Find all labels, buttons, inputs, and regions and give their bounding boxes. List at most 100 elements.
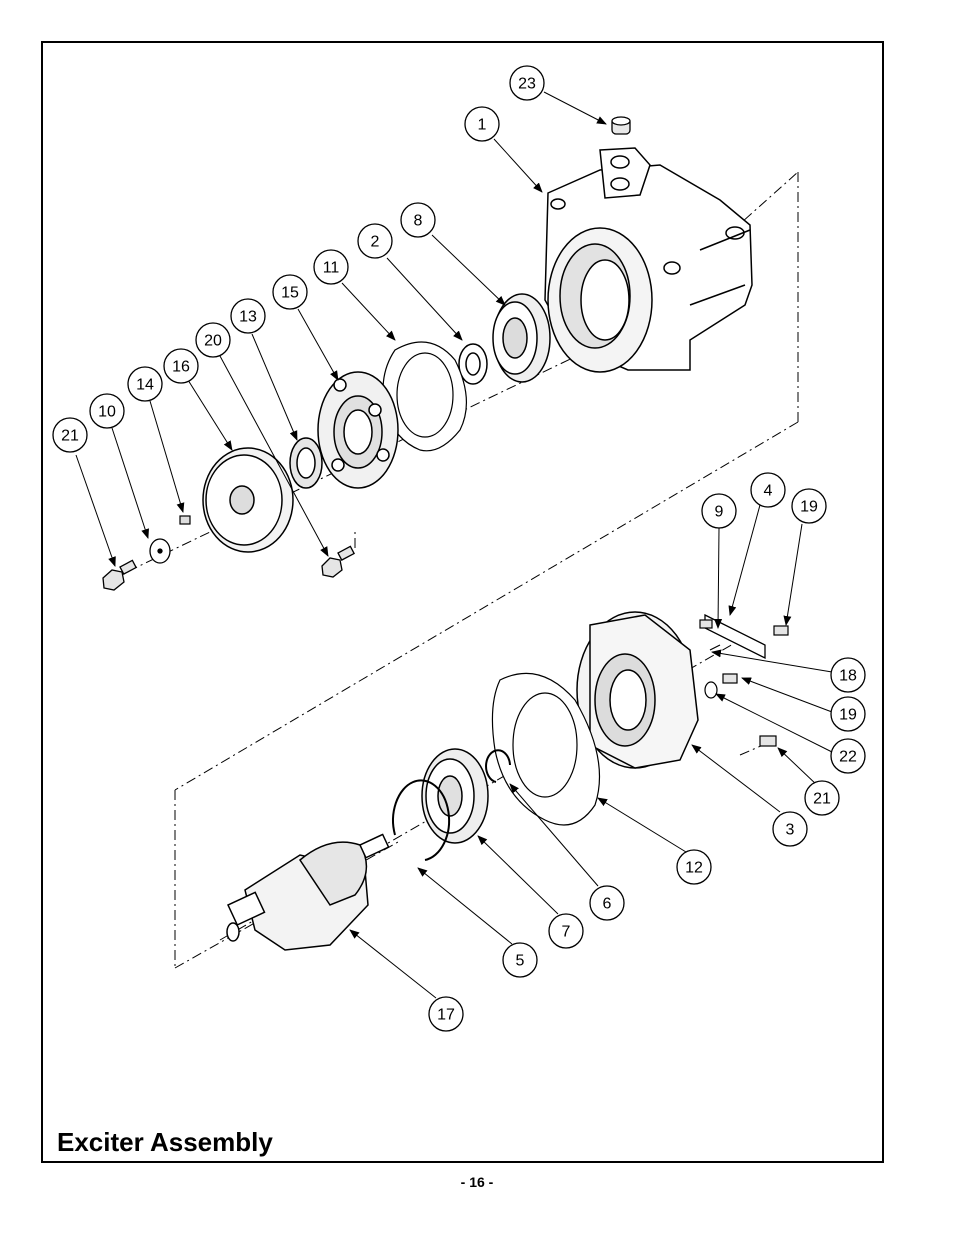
callout-circle xyxy=(589,885,625,921)
callout-c20: 20 xyxy=(195,322,231,358)
end-gasket-part xyxy=(491,672,601,826)
callout-label: 21 xyxy=(813,791,831,808)
spacer-ring-part xyxy=(458,343,488,385)
callout-c15: 15 xyxy=(272,274,308,310)
callout-label: 1 xyxy=(478,117,487,134)
sheave-part xyxy=(202,447,294,553)
callout-circle xyxy=(195,322,231,358)
callout-c2: 2 xyxy=(357,223,393,259)
callout-circle xyxy=(830,738,866,774)
callout-c3: 3 xyxy=(772,811,808,847)
callout-label: 19 xyxy=(839,707,857,724)
callout-circle xyxy=(272,274,308,310)
callout-c6: 6 xyxy=(589,885,625,921)
key-part xyxy=(179,515,191,525)
callout-circle xyxy=(502,942,538,978)
callout-circle xyxy=(464,106,500,142)
callout-c5: 5 xyxy=(502,942,538,978)
callout-circle xyxy=(52,417,88,453)
washer-part xyxy=(149,538,171,564)
callout-c7: 7 xyxy=(548,913,584,949)
callout-circle xyxy=(400,202,436,238)
callout-circle xyxy=(772,811,808,847)
callout-label: 8 xyxy=(414,213,423,230)
bolt-20-part xyxy=(321,545,355,578)
callout-label: 17 xyxy=(437,1007,455,1024)
callout-c8: 8 xyxy=(400,202,436,238)
eccentric-shaft-part xyxy=(226,833,390,951)
callout-circle xyxy=(230,298,266,334)
callout-circle xyxy=(830,657,866,693)
callout-circle xyxy=(830,696,866,732)
retaining-ring-part xyxy=(392,779,451,861)
callout-label: 22 xyxy=(839,749,857,766)
callout-c19-lower: 19 xyxy=(830,696,866,732)
callout-c1: 1 xyxy=(464,106,500,142)
plug-part xyxy=(611,116,631,135)
callout-label: 6 xyxy=(603,896,612,913)
callout-circle xyxy=(804,780,840,816)
callout-c19-upper: 19 xyxy=(791,488,827,524)
seal-part xyxy=(289,437,323,489)
bearing-housing-part xyxy=(544,147,753,373)
callout-c9: 9 xyxy=(701,493,737,529)
callout-c12: 12 xyxy=(676,849,712,885)
callout-label: 19 xyxy=(800,499,818,516)
plate-part xyxy=(704,613,766,660)
callout-c21-lower: 21 xyxy=(804,780,840,816)
leader-lines xyxy=(75,91,833,999)
callout-circle xyxy=(89,393,125,429)
page-title: Exciter Assembly xyxy=(57,1127,273,1157)
callout-circle xyxy=(428,996,464,1032)
callout-circle xyxy=(163,348,199,384)
callout-c16: 16 xyxy=(163,348,199,384)
callout-circle xyxy=(127,366,163,402)
hardware-lower-parts xyxy=(699,619,789,747)
callout-circle xyxy=(509,65,545,101)
callout-circle xyxy=(548,913,584,949)
callout-label: 16 xyxy=(172,359,190,376)
callout-label: 2 xyxy=(371,234,380,251)
callout-circle xyxy=(701,493,737,529)
callout-label: 13 xyxy=(239,309,257,326)
callout-c23-upper: 23 xyxy=(509,65,545,101)
callout-circle xyxy=(357,223,393,259)
roller-bearing-part xyxy=(421,748,489,844)
callout-c10: 10 xyxy=(89,393,125,429)
drawing-frame xyxy=(41,41,884,1163)
callout-label: 12 xyxy=(685,860,703,877)
callout-label: 3 xyxy=(786,822,795,839)
callout-c11: 11 xyxy=(313,249,349,285)
callout-c18: 18 xyxy=(830,657,866,693)
callout-circle xyxy=(313,249,349,285)
snap-ring-part xyxy=(485,749,511,783)
callout-circle xyxy=(750,472,786,508)
callout-label: 7 xyxy=(562,924,571,941)
callout-c14: 14 xyxy=(127,366,163,402)
callout-label: 21 xyxy=(61,428,79,445)
callout-c22: 22 xyxy=(830,738,866,774)
callout-label: 23 xyxy=(518,76,536,93)
callout-c21-upper: 21 xyxy=(52,417,88,453)
callout-label: 4 xyxy=(764,483,773,500)
callout-label: 15 xyxy=(281,285,299,302)
gasket-part xyxy=(382,341,468,452)
callout-label: 14 xyxy=(136,377,154,394)
callout-c4: 4 xyxy=(750,472,786,508)
callout-label: 11 xyxy=(323,260,340,277)
bolt-upper-part xyxy=(102,559,137,591)
end-housing-part xyxy=(576,611,699,769)
callout-label: 5 xyxy=(516,953,525,970)
callout-circle xyxy=(791,488,827,524)
callout-circle xyxy=(676,849,712,885)
page-number: - 16 - xyxy=(460,1174,494,1190)
bearing-cap-part xyxy=(317,371,399,489)
callout-label: 9 xyxy=(715,504,724,521)
spherical-bearing-part xyxy=(492,293,551,383)
callout-label: 10 xyxy=(98,404,116,421)
callout-label: 18 xyxy=(839,668,857,685)
callout-label: 20 xyxy=(204,333,222,350)
callout-c17: 17 xyxy=(428,996,464,1032)
